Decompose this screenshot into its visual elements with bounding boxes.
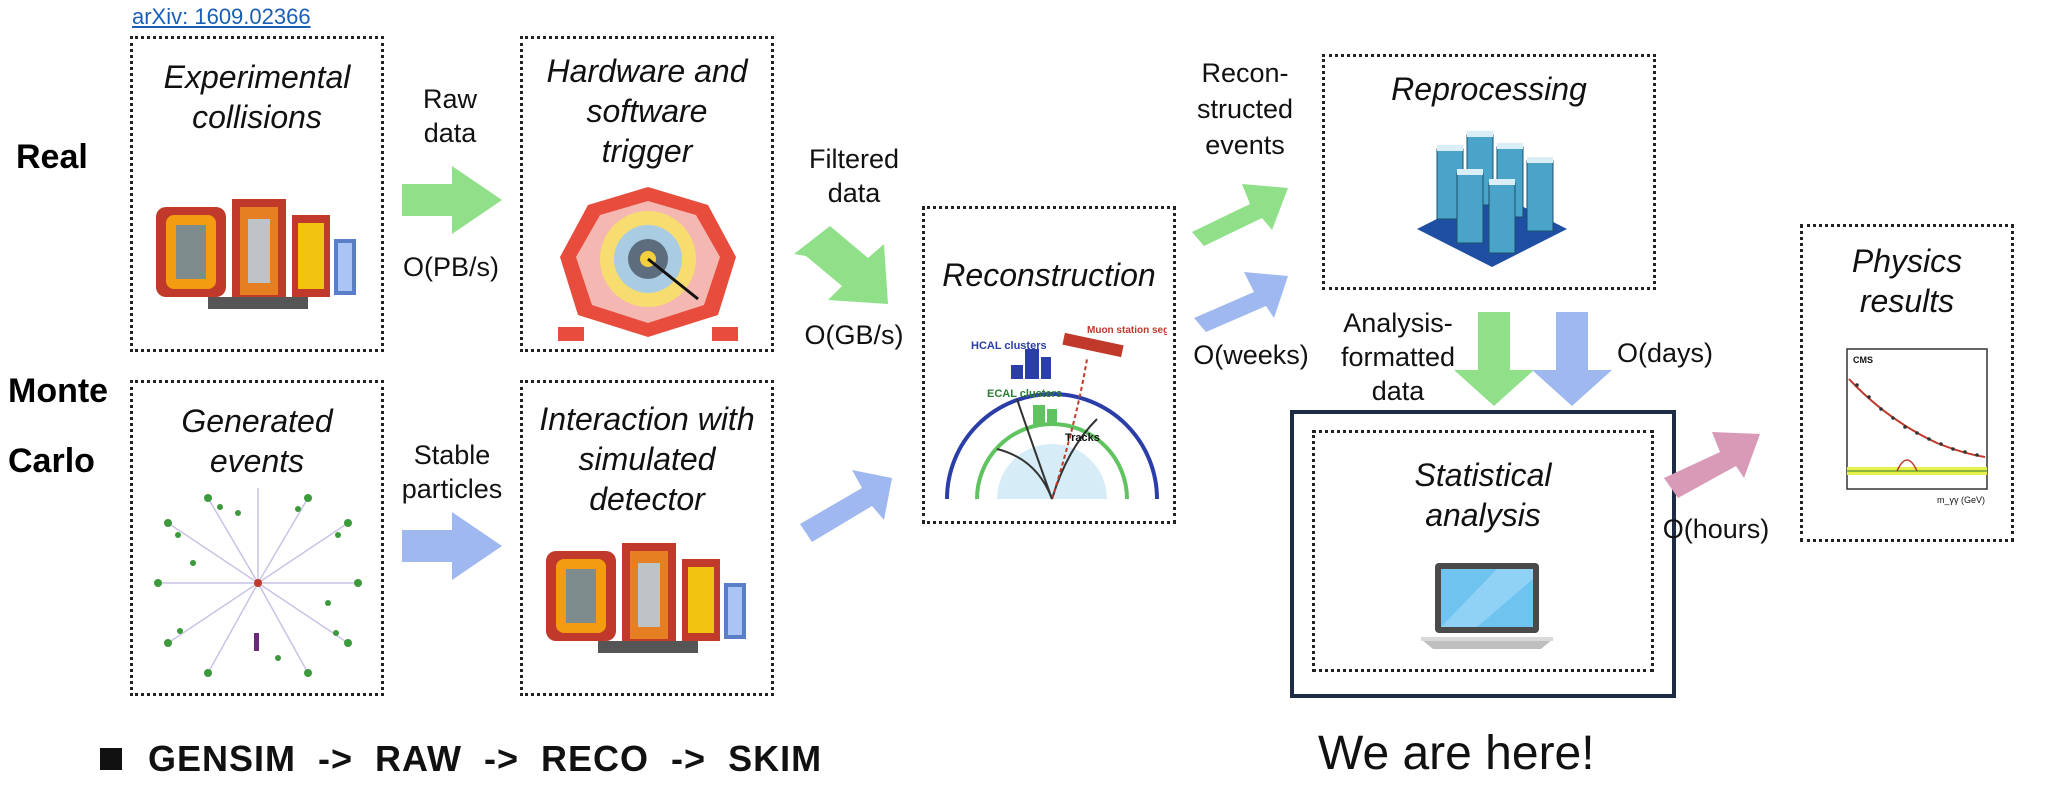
analysis-formatted-label-2: formatted <box>1340 342 1456 372</box>
opb-label: O(PB/s) <box>402 252 499 282</box>
arrow-analysis-formatted <box>1454 312 1534 406</box>
label-monte: Monte <box>8 372 109 410</box>
ogb-label: O(GB/s) <box>804 320 904 350</box>
ohours-label: O(hours) <box>1662 514 1770 544</box>
filtered-data-label-2: data <box>827 178 881 208</box>
generated-title-1: Generated <box>181 403 333 439</box>
server-cluster-icon <box>1417 131 1567 267</box>
label-real: Real <box>16 138 88 176</box>
odays-label: O(days) <box>1616 338 1714 368</box>
interaction-title-2: simulated <box>578 441 716 477</box>
box-reprocessing: Reprocessing <box>1322 54 1656 290</box>
analysis-formatted-label-1: Analysis- <box>1343 308 1453 338</box>
muon-label: Muon station segment <box>1087 325 1167 336</box>
physics-plot-thumbnail: CMS m_γγ (GeV) <box>1846 348 1988 505</box>
we-are-here-label: We are here! <box>1318 727 1595 780</box>
generated-events-icon <box>154 488 362 677</box>
box-reconstruction: Reconstruction HCAL clusters ECAL cluste… <box>922 206 1176 524</box>
trigger-title-2: software <box>586 93 708 129</box>
reprocessing-title: Reprocessing <box>1391 71 1587 107</box>
tracks-label: Tracks <box>1065 432 1100 444</box>
chain-bullet <box>100 748 122 770</box>
arrow-filtered-data <box>794 226 888 304</box>
detector-crosssection-icon <box>558 187 738 341</box>
oweeks-label: O(weeks) <box>1193 340 1309 370</box>
data-tier-chain: GENSIM -> RAW -> RECO -> SKIM <box>148 738 823 779</box>
recon-events-label-2: structed <box>1196 94 1294 124</box>
box-physics-results: Physics results CMS m_γγ (GeV) <box>1800 224 2014 542</box>
box-hardware-software-trigger: Hardware and software trigger <box>520 36 774 352</box>
generated-title-2: events <box>209 443 305 479</box>
plot-xaxis-label: m_γγ (GeV) <box>1937 495 1985 505</box>
ecal-label: ECAL clusters <box>987 388 1062 400</box>
laptop-icon <box>1421 563 1553 649</box>
arrow-odays <box>1532 312 1612 406</box>
label-carlo: Carlo <box>8 442 95 480</box>
recon-events-label-3: events <box>1205 130 1285 160</box>
stable-particles-label-1: Stable <box>413 440 491 470</box>
reconstruction-icon: HCAL clusters ECAL clusters Muon station… <box>945 325 1167 500</box>
arrow-sim-to-reco <box>800 470 892 542</box>
simulated-detector-icon <box>546 543 746 653</box>
box-generated-events: Generated events <box>130 380 384 696</box>
interaction-title-1: Interaction with <box>539 401 755 437</box>
recon-events-label-1: Recon- <box>1201 58 1289 88</box>
box-experimental-collisions: Experimental collisions <box>130 36 384 352</box>
physics-title-1: Physics <box>1851 243 1963 279</box>
experimental-title-2: collisions <box>192 99 322 135</box>
physics-title-2: results <box>1859 283 1955 319</box>
interaction-title-3: detector <box>589 481 705 517</box>
hcal-label: HCAL clusters <box>971 340 1047 352</box>
statistical-title-1: Statistical <box>1414 457 1552 493</box>
filtered-data-label-1: Filtered <box>808 144 900 174</box>
statistical-title-2: analysis <box>1425 497 1541 533</box>
reconstruction-title: Reconstruction <box>942 257 1156 293</box>
raw-data-label-1: Raw <box>422 84 477 114</box>
box-statistical-analysis: Statistical analysis <box>1312 430 1654 672</box>
trigger-title-3: trigger <box>601 133 693 169</box>
trigger-title-1: Hardware and <box>546 53 748 89</box>
plot-cms-label: CMS <box>1853 355 1873 365</box>
stable-particles-label-2: particles <box>401 474 503 504</box>
arrow-stable-particles <box>402 512 502 580</box>
arrow-oweeks <box>1194 272 1288 332</box>
arrow-raw-data <box>402 166 502 234</box>
box-interaction-simulated-detector: Interaction with simulated detector <box>520 380 774 696</box>
raw-data-label-2: data <box>423 118 477 148</box>
analysis-formatted-label-3: data <box>1371 376 1425 406</box>
arrow-reco-events <box>1192 184 1288 246</box>
arxiv-link[interactable]: arXiv: 1609.02366 <box>132 4 311 29</box>
experimental-title-1: Experimental <box>163 59 351 95</box>
arrow-ohours <box>1664 432 1760 498</box>
cms-detector-icon <box>156 199 356 309</box>
highlight-frame <box>1290 410 1676 698</box>
